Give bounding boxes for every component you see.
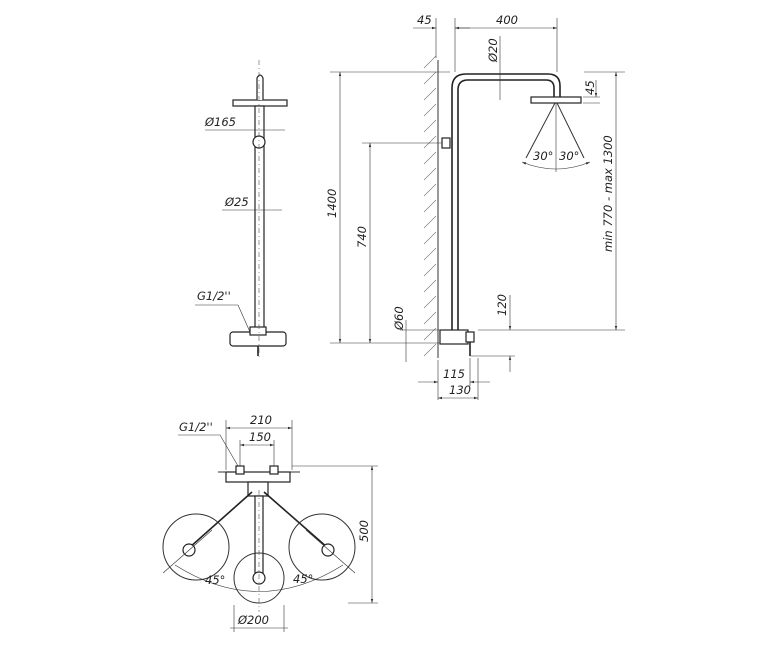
top-angle-left-label: 45° [205,573,225,587]
arm-diameter-label: Ø20 [486,38,500,63]
side-view: 30° 30° 45 400 Ø20 45 1400 740 [325,13,625,400]
top-thread-label: G1/2'' [179,420,213,434]
top-view: 45° 45° G1/2'' 210 150 500 Ø200 [162,413,378,632]
wall-hatch [423,55,439,358]
mixer-diameter-label: Ø60 [392,306,406,331]
spray-angle-right-label: 30° [559,149,579,163]
front-pipe-diameter-label: Ø25 [224,195,249,209]
bracket-height-label: 740 [355,226,369,248]
front-thread-label: G1/2'' [197,289,231,303]
depth-inner-label: 115 [443,367,465,381]
head-height-label: 45 [583,80,597,95]
top-width-outer-label: 210 [250,413,272,427]
top-width-inner-label: 150 [249,430,271,444]
wall-offset-label: 45 [417,13,432,27]
total-height-label: 1400 [325,189,339,218]
top-head-diameter-label: Ø200 [237,613,269,627]
mixer-height-label: 120 [495,294,509,316]
spray-angle-left-label: 30° [533,149,553,163]
top-projection-label: 500 [357,520,371,542]
adjustable-range-label: min 770 - max 1300 [601,135,615,252]
depth-outer-label: 130 [449,383,471,397]
front-view: Ø165 Ø25 G1/2'' [195,60,288,360]
front-head-diameter-label: Ø165 [204,115,236,129]
top-angle-right-label: 45° [293,572,313,586]
arm-length-label: 400 [496,13,518,27]
